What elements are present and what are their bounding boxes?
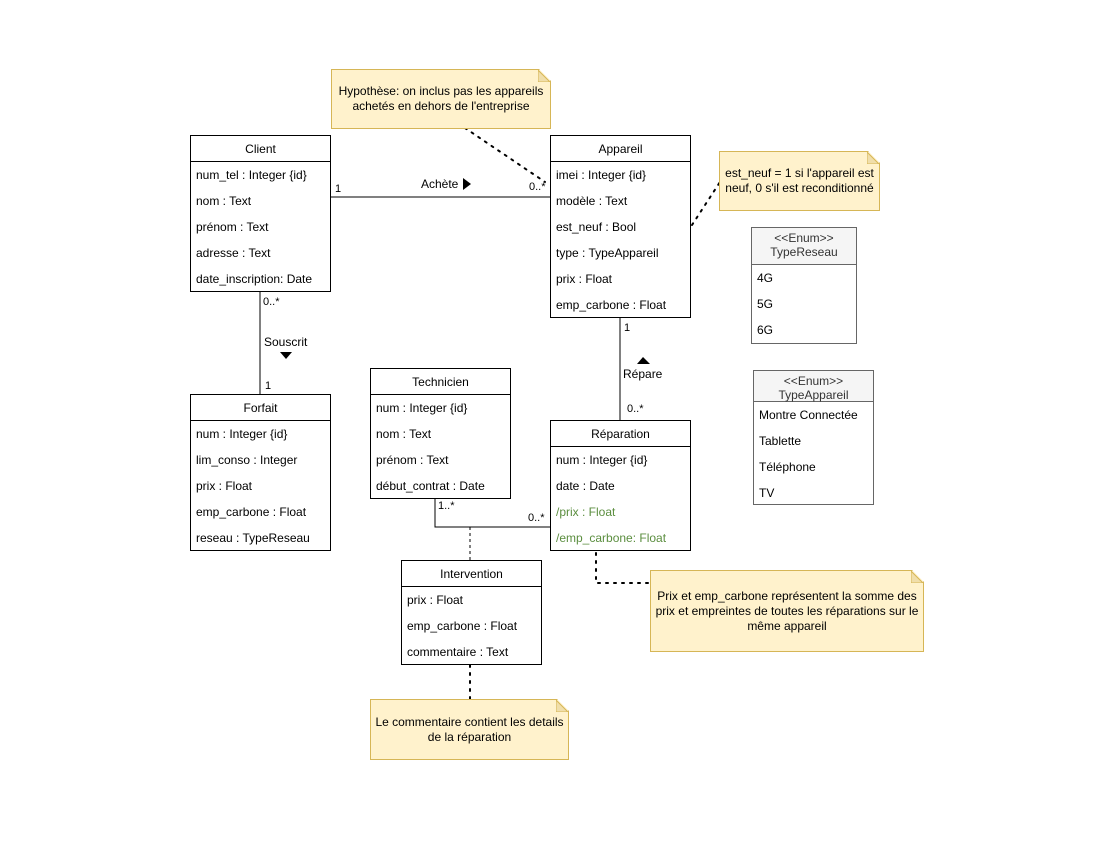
repare-mult-reparation: 0..* bbox=[627, 403, 644, 415]
class-forfait-attr: emp_carbone : Float bbox=[196, 505, 307, 519]
note-prix-emp-text: Prix et emp_carbone représentent la somm… bbox=[655, 588, 919, 633]
class-forfait-attr: num : Integer {id} bbox=[196, 427, 288, 441]
class-technicien-attr: num : Integer {id} bbox=[376, 401, 468, 415]
class-reparation-derived-attr: /emp_carbone: Float bbox=[556, 531, 667, 545]
class-client[interactable]: Client num_tel : Integer {id} nom : Text… bbox=[190, 135, 331, 292]
note-fold-icon bbox=[867, 152, 879, 164]
enum-value: TV bbox=[759, 486, 775, 500]
class-intervention[interactable]: Intervention prix : Float emp_carbone : … bbox=[401, 560, 542, 665]
enum-value: 5G bbox=[757, 297, 774, 311]
class-client-attr: prénom : Text bbox=[196, 220, 269, 234]
enum-name: TypeAppareil bbox=[778, 388, 849, 402]
class-reparation[interactable]: Réparation num : Integer {id} date : Dat… bbox=[550, 420, 691, 551]
note-fold-icon bbox=[911, 571, 923, 583]
class-technicien-attr: nom : Text bbox=[376, 427, 432, 441]
enum-stereotype: <<Enum>> bbox=[774, 231, 834, 245]
enum-type-appareil-header: <<Enum>> TypeAppareil bbox=[754, 371, 873, 402]
class-appareil-title: Appareil bbox=[551, 136, 690, 162]
class-client-attr: nom : Text bbox=[196, 194, 252, 208]
note-hypothese[interactable]: Hypothèse: on inclus pas les appareils a… bbox=[331, 69, 551, 129]
note-prix-emp[interactable]: Prix et emp_carbone représentent la somm… bbox=[650, 570, 924, 652]
intervention-mult-technicien: 1..* bbox=[438, 500, 455, 512]
class-technicien-title: Technicien bbox=[371, 369, 510, 395]
class-technicien-attr: prénom : Text bbox=[376, 453, 449, 467]
souscrit-direction-arrow bbox=[280, 352, 292, 359]
association-intervention-line bbox=[434, 497, 550, 528]
class-appareil[interactable]: Appareil imei : Integer {id} modèle : Te… bbox=[550, 135, 691, 318]
intervention-mult-reparation: 0..* bbox=[528, 512, 545, 524]
class-forfait-attr: reseau : TypeReseau bbox=[196, 531, 310, 545]
class-client-attr: num_tel : Integer {id} bbox=[196, 168, 307, 182]
enum-value: 4G bbox=[757, 271, 774, 285]
class-intervention-attr: commentaire : Text bbox=[407, 645, 509, 659]
note-hypothese-text: Hypothèse: on inclus pas les appareils a… bbox=[338, 84, 544, 113]
class-appareil-attr: prix : Float bbox=[556, 272, 613, 286]
class-technicien-attr: début_contrat : Date bbox=[376, 479, 485, 493]
note-est-neuf-anchor bbox=[691, 181, 721, 226]
achete-mult-client: 1 bbox=[335, 183, 342, 195]
enum-value: Tablette bbox=[759, 434, 802, 448]
enum-stereotype: <<Enum>> bbox=[783, 374, 844, 388]
enum-type-reseau-header: <<Enum>> TypeReseau bbox=[752, 228, 856, 265]
note-fold-icon bbox=[556, 700, 568, 712]
achete-mult-appareil: 0..* bbox=[529, 181, 546, 193]
enum-value: 6G bbox=[757, 323, 774, 337]
enum-type-appareil[interactable]: <<Enum>> TypeAppareil Montre Connectée T… bbox=[753, 370, 874, 505]
class-intervention-attr: prix : Float bbox=[407, 593, 464, 607]
enum-name: TypeReseau bbox=[770, 245, 838, 259]
enum-value: Téléphone bbox=[759, 460, 816, 474]
enum-value: Montre Connectée bbox=[759, 408, 858, 422]
class-appareil-attr: type : TypeAppareil bbox=[556, 246, 659, 260]
class-appareil-attr: emp_carbone : Float bbox=[556, 298, 667, 312]
souscrit-mult-client: 0..* bbox=[263, 296, 280, 308]
repare-mult-appareil: 1 bbox=[624, 322, 631, 334]
class-appareil-attr: modèle : Text bbox=[556, 194, 628, 208]
note-fold-icon bbox=[538, 70, 550, 82]
class-forfait-title: Forfait bbox=[191, 395, 330, 421]
note-prix-emp-anchor bbox=[595, 552, 651, 584]
class-client-attr: adresse : Text bbox=[196, 246, 271, 260]
souscrit-label: Souscrit bbox=[264, 335, 308, 349]
achete-label: Achète bbox=[421, 177, 459, 191]
note-est-neuf-text: est_neuf = 1 si l'appareil est neuf, 0 s… bbox=[725, 166, 874, 195]
class-client-attr: date_inscription: Date bbox=[196, 272, 313, 286]
note-est-neuf[interactable]: est_neuf = 1 si l'appareil est neuf, 0 s… bbox=[719, 151, 880, 211]
achete-direction-arrow bbox=[463, 178, 471, 190]
enum-type-reseau[interactable]: <<Enum>> TypeReseau 4G 5G 6G bbox=[751, 227, 857, 344]
class-client-title: Client bbox=[191, 136, 330, 162]
note-commentaire[interactable]: Le commentaire contient les details de l… bbox=[370, 699, 569, 760]
class-appareil-attr: est_neuf : Bool bbox=[556, 220, 637, 234]
class-reparation-attr: num : Integer {id} bbox=[556, 453, 648, 467]
class-reparation-derived-attr: /prix : Float bbox=[556, 505, 616, 519]
note-hypothese-anchor bbox=[464, 127, 546, 183]
souscrit-mult-forfait: 1 bbox=[265, 380, 272, 392]
class-reparation-attr: date : Date bbox=[556, 479, 615, 493]
note-commentaire-text: Le commentaire contient les details de l… bbox=[375, 714, 564, 744]
repare-label: Répare bbox=[623, 367, 663, 381]
class-forfait[interactable]: Forfait num : Integer {id} lim_conso : I… bbox=[190, 394, 331, 551]
class-reparation-title: Réparation bbox=[551, 421, 690, 447]
repare-direction-arrow bbox=[637, 357, 650, 364]
class-appareil-attr: imei : Integer {id} bbox=[556, 168, 647, 182]
class-forfait-attr: lim_conso : Integer bbox=[196, 453, 298, 467]
class-intervention-title: Intervention bbox=[402, 561, 541, 587]
class-intervention-attr: emp_carbone : Float bbox=[407, 619, 518, 633]
class-forfait-attr: prix : Float bbox=[196, 479, 253, 493]
class-technicien[interactable]: Technicien num : Integer {id} nom : Text… bbox=[370, 368, 511, 499]
